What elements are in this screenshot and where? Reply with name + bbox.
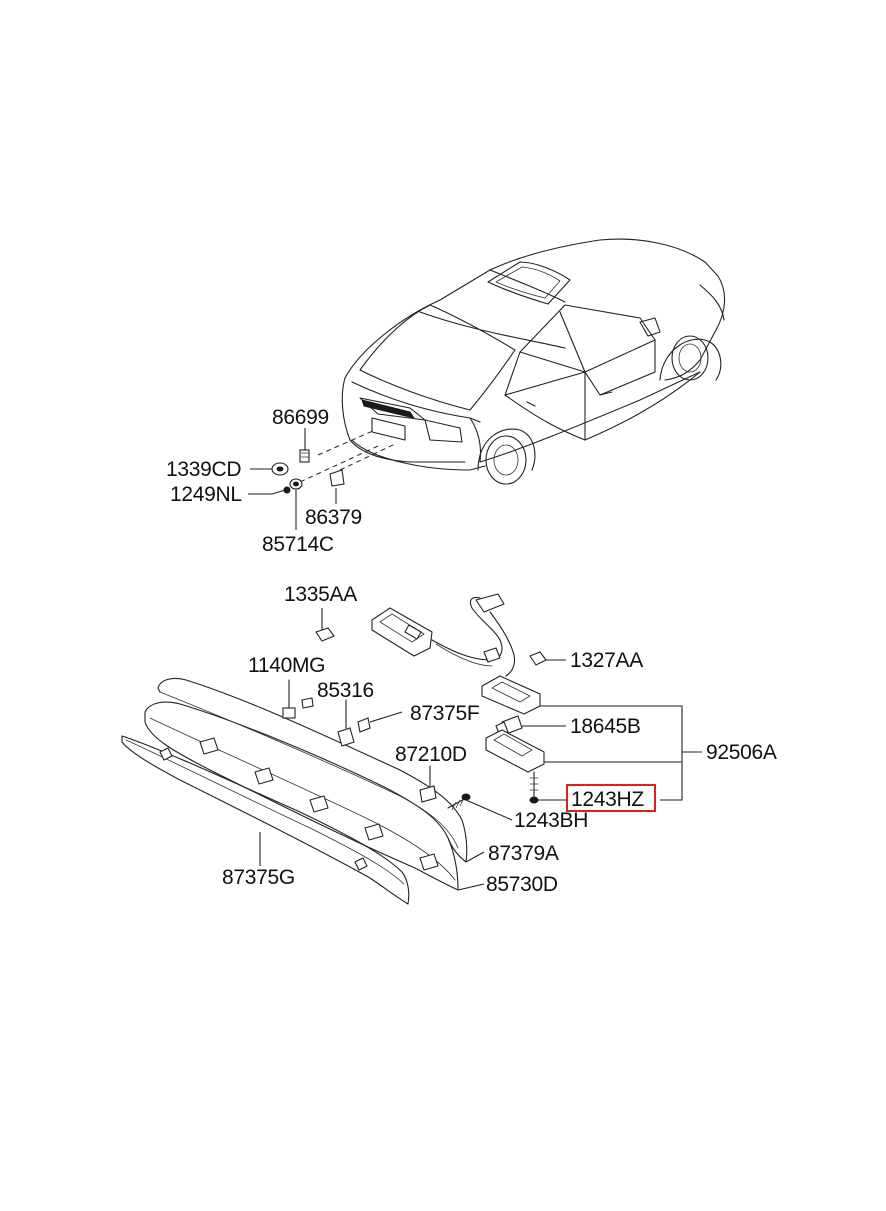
part-labels: 86699 1339CD 1249NL 86379 85714C 1335AA … (166, 406, 777, 896)
label-85730D[interactable]: 85730D (486, 873, 558, 896)
label-1339CD[interactable]: 1339CD (166, 458, 242, 481)
label-85316[interactable]: 85316 (317, 679, 374, 702)
pad-87210D-icon (419, 765, 437, 803)
washer-1339CD-icon (271, 462, 289, 476)
screw-86699-icon (299, 439, 310, 463)
label-87379A[interactable]: 87379A (488, 842, 559, 865)
label-87375G[interactable]: 87375G (222, 866, 295, 889)
label-92506A[interactable]: 92506A (706, 741, 777, 764)
label-1335AA[interactable]: 1335AA (284, 583, 358, 606)
license-lamp-assembly (371, 593, 547, 804)
label-1249NL[interactable]: 1249NL (170, 483, 242, 506)
screw-1243BH-icon (447, 793, 513, 821)
label-86699[interactable]: 86699 (272, 406, 329, 429)
grommet-85714C-icon (289, 478, 303, 490)
bolt-1140MG-icon (282, 679, 314, 719)
clip-87375F-icon (357, 711, 403, 733)
label-18645B[interactable]: 18645B (570, 715, 641, 738)
garnish-87375G-drawing (121, 735, 410, 905)
label-1140MG[interactable]: 1140MG (248, 654, 325, 677)
nut-1335AA-icon (315, 619, 335, 642)
label-1243BH[interactable]: 1243BH (514, 809, 588, 832)
label-1243HZ[interactable]: 1243HZ (571, 788, 645, 811)
car-illustration (341, 238, 726, 485)
leader-lines (248, 428, 702, 891)
screw-1249NL-icon (271, 486, 291, 495)
label-87210D[interactable]: 87210D (395, 743, 467, 766)
label-87375F[interactable]: 87375F (410, 702, 480, 725)
car-explode-lines (299, 429, 396, 483)
label-86379[interactable]: 86379 (305, 506, 362, 529)
upper-fasteners (271, 439, 345, 495)
garnish-85730D-drawing (144, 701, 459, 891)
clip-86379-icon (329, 469, 345, 487)
clip-85316-icon (337, 699, 355, 747)
label-85714C[interactable]: 85714C (262, 533, 334, 556)
label-1327AA[interactable]: 1327AA (570, 649, 644, 672)
lower-fasteners (282, 619, 513, 821)
highlight-box (566, 784, 656, 812)
